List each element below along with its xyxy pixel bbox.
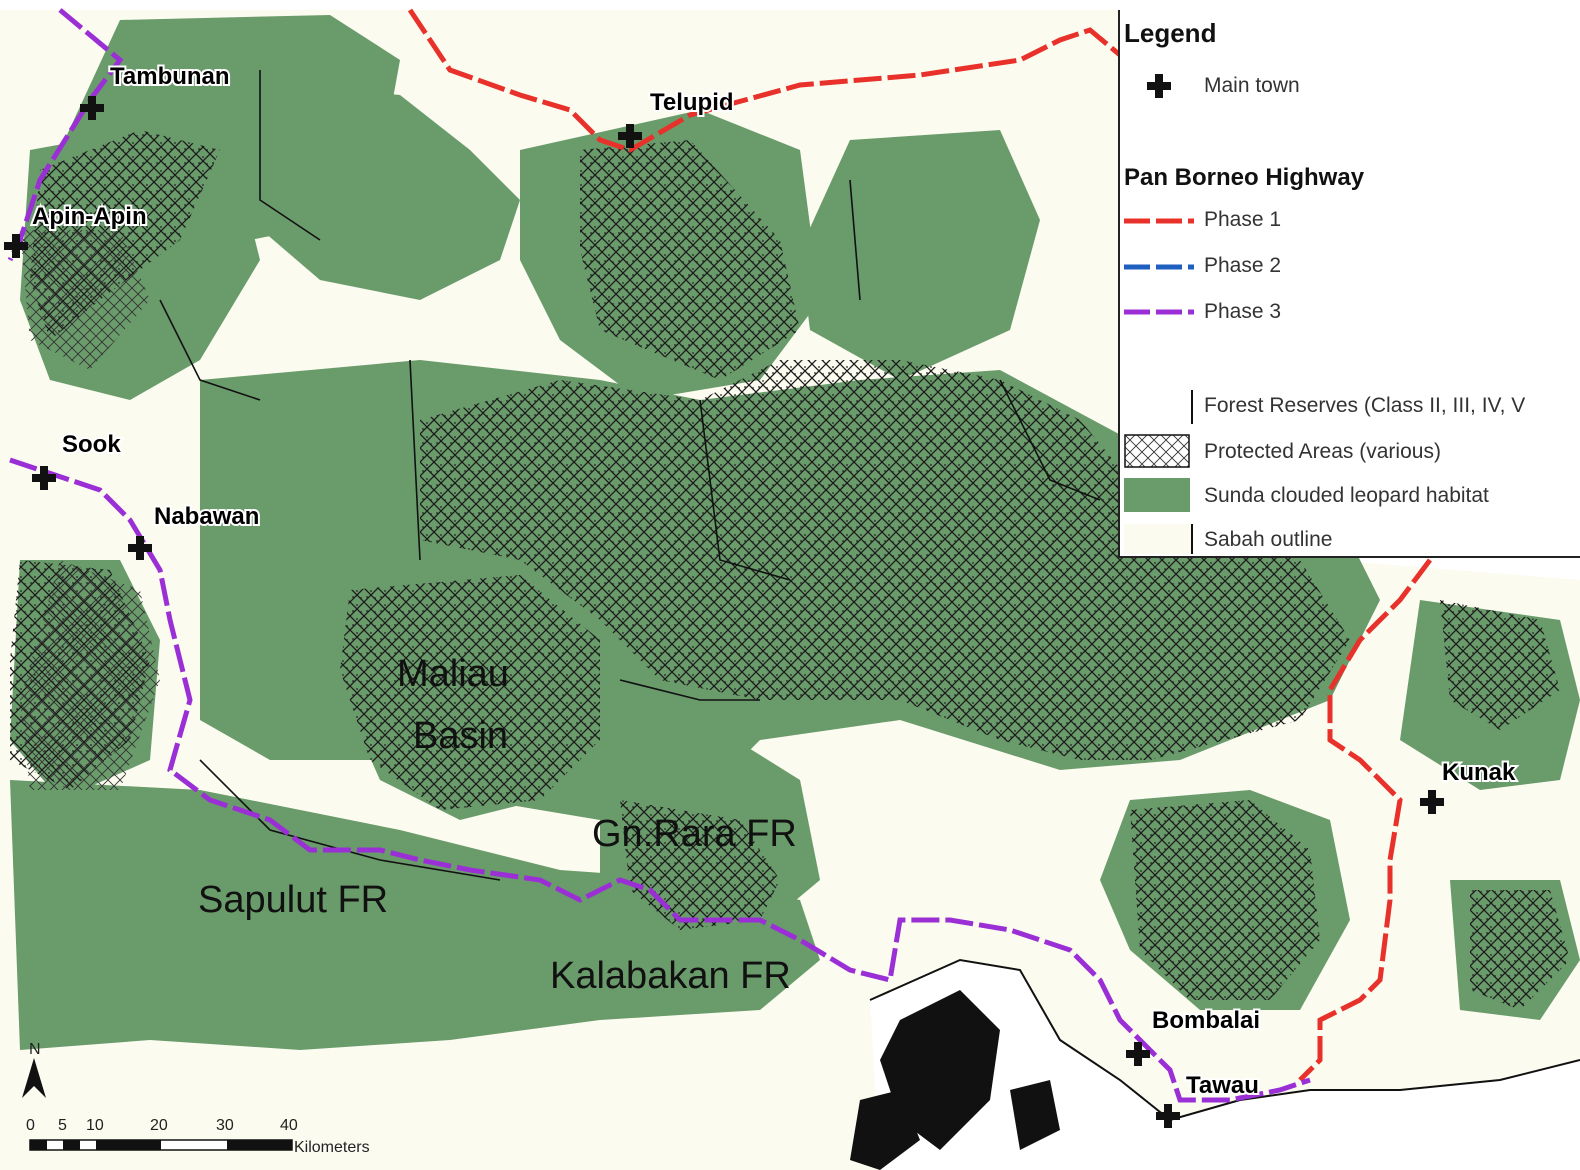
protected-kunak — [1130, 800, 1320, 1000]
sabah-outline-swatch — [1124, 524, 1193, 554]
town-marker-telupid — [618, 124, 642, 148]
town-label-tambunan: Tambunan — [110, 63, 230, 90]
region-label-maliau-line-1: Maliau — [397, 653, 509, 695]
town-marker-tawau — [1156, 1104, 1180, 1128]
town-label-kunak: Kunak — [1442, 759, 1516, 786]
region-label-kalabakan: Kalabakan FR — [550, 955, 791, 997]
legend-sabah-outline: Sabah outline — [1204, 528, 1333, 551]
scale-tick-0: 0 — [26, 1117, 35, 1134]
scale-bar: 0 5 10 20 30 40 Kilometers — [26, 1117, 370, 1156]
habitat-north-central — [240, 80, 520, 300]
town-label-bombalai: Bombalai — [1152, 1007, 1260, 1034]
town-marker-tambunan — [80, 96, 104, 120]
town-marker-sook — [32, 466, 56, 490]
legend-habitat: Sunda clouded leopard habitat — [1204, 484, 1489, 507]
protected-areas-layer — [10, 130, 1570, 1010]
north-arrow-label: N — [29, 1041, 41, 1058]
town-label-nabawan: Nabawan — [154, 503, 259, 530]
protected-areas-light — [20, 230, 160, 790]
legend-highway-title: Pan Borneo Highway — [1124, 164, 1365, 191]
town-label-tawau: Tawau — [1186, 1072, 1259, 1099]
town-marker-apin-apin — [4, 234, 28, 258]
protected-far-east — [1470, 890, 1570, 1010]
town-markers — [4, 96, 1444, 1128]
habitat-north-east-block — [800, 130, 1040, 380]
scale-tick-20: 20 — [150, 1117, 168, 1134]
legend-phase-3: Phase 3 — [1204, 300, 1282, 323]
town-marker-bombalai — [1126, 1042, 1150, 1066]
region-label-sapulut: Sapulut FR — [198, 879, 388, 921]
phase-2-line-icon — [1124, 264, 1194, 270]
north-arrow-icon — [22, 1058, 46, 1098]
town-marker-nabawan — [128, 536, 152, 560]
scale-unit: Kilometers — [294, 1139, 370, 1156]
highway-phase-1-east — [1298, 558, 1432, 1082]
phase-1-line-icon — [1124, 218, 1194, 224]
region-label-maliau-line-2: Basin — [413, 715, 508, 757]
forest-reserve-boundaries — [159, 70, 1101, 881]
forest-reserve-swatch — [1191, 390, 1193, 424]
scale-tick-30: 30 — [216, 1117, 234, 1134]
legend-panel: Legend Main town Pan Borneo Highway Phas… — [1118, 10, 1580, 558]
legend-title: Legend — [1124, 18, 1217, 48]
mangrove-islands — [850, 990, 1060, 1170]
town-label-sook: Sook — [62, 431, 121, 458]
legend-phase-1: Phase 1 — [1204, 208, 1282, 231]
protected-east — [1440, 600, 1560, 730]
legend-protected-areas: Protected Areas (various) — [1204, 440, 1441, 463]
town-label-telupid: Telupid — [650, 89, 734, 116]
habitat-swatch — [1124, 478, 1190, 512]
protected-area-swatch — [1124, 434, 1190, 468]
town-label-apin-apin: Apin-Apin — [32, 203, 147, 230]
north-arrow: N — [22, 1041, 46, 1098]
region-label-gn-rara: Gn.Rara FR — [592, 813, 797, 855]
legend-forest-reserves: Forest Reserves (Class II, III, IV, V — [1204, 394, 1526, 417]
highway-phase-1-north — [407, 8, 1122, 153]
legend-phase-2: Phase 2 — [1204, 254, 1282, 277]
town-marker-kunak — [1420, 790, 1444, 814]
scale-tick-40: 40 — [280, 1117, 298, 1134]
protected-telupid — [580, 140, 800, 380]
protected-maliau — [340, 575, 600, 810]
protected-central — [420, 360, 1350, 760]
habitat-south — [10, 780, 820, 1050]
main-town-icon — [1147, 74, 1171, 98]
legend-main-town: Main town — [1204, 74, 1300, 97]
phase-3-line-icon — [1124, 309, 1194, 315]
scale-tick-10: 10 — [86, 1117, 104, 1134]
scale-tick-5: 5 — [58, 1117, 67, 1134]
